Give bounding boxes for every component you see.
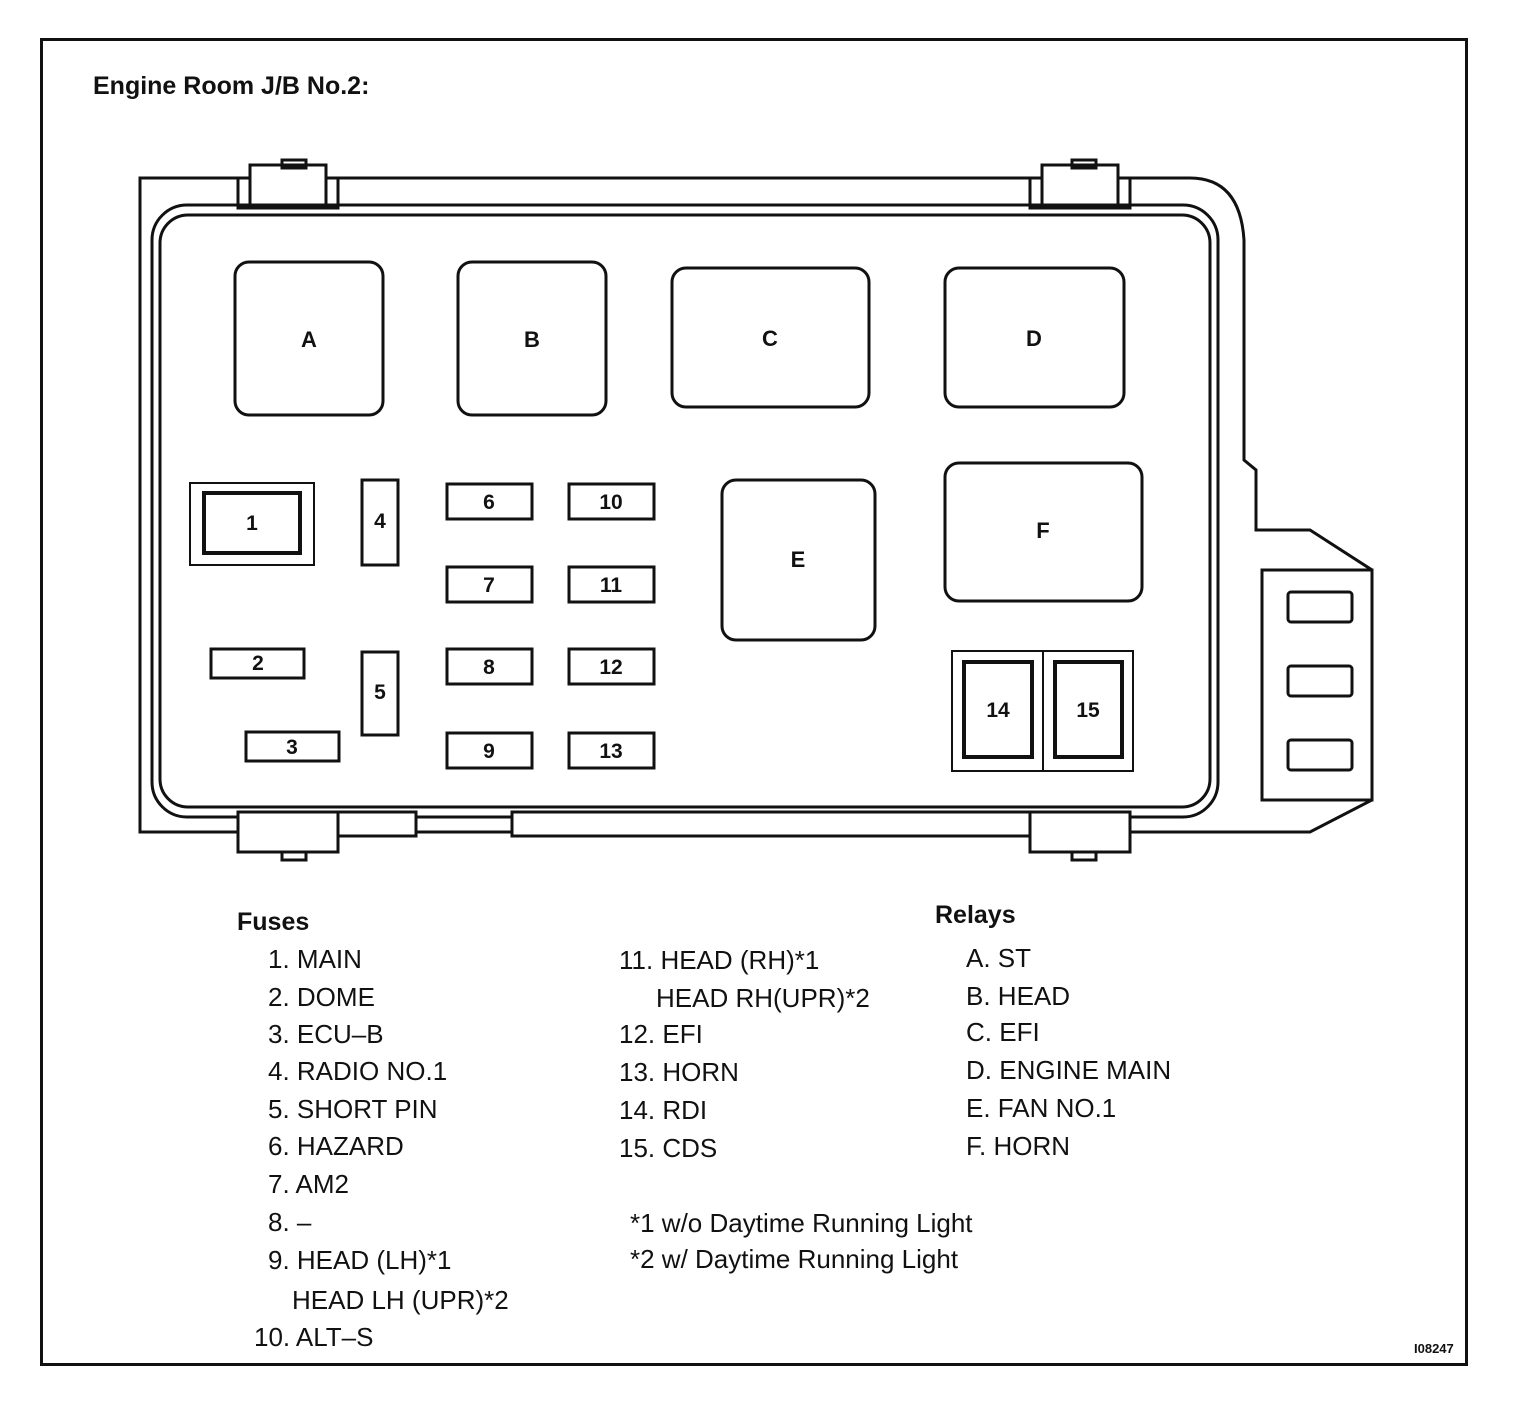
fuse-legend-item: 13. HORN bbox=[619, 1057, 739, 1087]
fuse-2 bbox=[209, 647, 306, 680]
fuse-legend-item: 8. – bbox=[268, 1207, 312, 1237]
fuse-14-label: 14 bbox=[986, 699, 1010, 722]
relay-a bbox=[233, 260, 385, 417]
fuse-12 bbox=[567, 647, 656, 686]
relay-f bbox=[943, 461, 1144, 603]
fuse-9-label: 9 bbox=[483, 740, 495, 763]
housing-inner bbox=[158, 213, 1212, 809]
side-connector-slot-1 bbox=[1286, 590, 1354, 624]
fuse-11-label: 11 bbox=[600, 574, 623, 597]
fuse-legend-item: 11. HEAD (RH)*1 bbox=[619, 945, 820, 975]
fuse-legend-item: 6. HAZARD bbox=[268, 1131, 404, 1161]
fuse-legend-item: 9. HEAD (LH)*1 bbox=[268, 1245, 452, 1275]
fuse-5-label: 5 bbox=[374, 681, 386, 704]
fuse-1 bbox=[202, 491, 302, 555]
side-connector-slot-2 bbox=[1286, 664, 1354, 698]
fuse-legend-item: 4. RADIO NO.1 bbox=[268, 1056, 448, 1086]
fuse-8 bbox=[445, 647, 534, 686]
fuse-4-label: 4 bbox=[374, 510, 386, 533]
fuse-6 bbox=[445, 482, 534, 521]
fuse-10-label: 10 bbox=[599, 491, 622, 514]
relay-c-label: C bbox=[762, 326, 778, 351]
fuse-legend-item: 15. CDS bbox=[619, 1133, 718, 1163]
relay-c bbox=[670, 266, 871, 409]
fuse-3-label: 3 bbox=[286, 736, 298, 759]
relay-legend-item: B. HEAD bbox=[966, 981, 1071, 1011]
fuse-legend-item: 14. RDI bbox=[619, 1095, 708, 1125]
relays-heading: Relays bbox=[935, 901, 1016, 929]
relay-b bbox=[456, 260, 608, 417]
relay-legend-item: E. FAN NO.1 bbox=[966, 1093, 1117, 1123]
fuse-legend-item: 2. DOME bbox=[268, 982, 375, 1012]
bottom-clip-right bbox=[1028, 810, 1132, 854]
fuse-15-label: 15 bbox=[1076, 699, 1100, 722]
fuse-1-label: 1 bbox=[246, 512, 258, 535]
fuse-legend-item: 12. EFI bbox=[619, 1019, 703, 1049]
fuse-2-label: 2 bbox=[252, 652, 264, 675]
relay-e bbox=[720, 478, 877, 642]
fuse-legend-item: HEAD RH(UPR)*2 bbox=[656, 983, 870, 1013]
fuse-legend-item: HEAD LH (UPR)*2 bbox=[292, 1285, 509, 1315]
fuse-legend-item: 10. ALT–S bbox=[254, 1322, 374, 1352]
relay-f-label: F bbox=[1036, 518, 1049, 543]
fuse-legend-item: 1. MAIN bbox=[268, 944, 362, 974]
fuse-7 bbox=[445, 565, 534, 604]
figure-code: I08247 bbox=[1414, 1341, 1454, 1356]
fuse-6-label: 6 bbox=[483, 491, 495, 514]
fuse-5 bbox=[360, 650, 400, 737]
bottom-clip-left-side bbox=[336, 810, 418, 838]
fuse-10 bbox=[567, 482, 656, 521]
fuse-8-label: 8 bbox=[483, 656, 495, 679]
housing-rim bbox=[150, 203, 1220, 819]
fuse-3 bbox=[244, 730, 341, 763]
fuse-legend-item: 7. AM2 bbox=[268, 1169, 349, 1199]
fuse-1-holder bbox=[189, 482, 315, 566]
fuse-15 bbox=[1053, 660, 1124, 759]
fuses-heading: Fuses bbox=[237, 908, 310, 936]
fuse-14 bbox=[962, 660, 1034, 759]
diagram-frame bbox=[40, 38, 1468, 1366]
relay-legend-item: C. EFI bbox=[966, 1017, 1040, 1047]
fuse-13 bbox=[567, 731, 656, 770]
housing-outline bbox=[138, 176, 1374, 834]
fuse-4 bbox=[360, 478, 400, 567]
fuse-11 bbox=[567, 565, 656, 604]
relay-d bbox=[943, 266, 1126, 409]
relay-b-label: B bbox=[524, 327, 540, 352]
fuse-12-label: 12 bbox=[599, 656, 622, 679]
top-clip-left-tab bbox=[280, 158, 308, 170]
top-clip-left-body bbox=[248, 163, 328, 207]
bottom-rail bbox=[510, 810, 1034, 838]
diagram-title: Engine Room J/B No.2: bbox=[93, 72, 370, 100]
fuse-13-label: 13 bbox=[599, 740, 622, 763]
bottom-clip-right-tab bbox=[1070, 850, 1098, 862]
bottom-clip-left-tab bbox=[280, 850, 308, 862]
relay-legend-item: D. ENGINE MAIN bbox=[966, 1055, 1172, 1085]
relay-e-label: E bbox=[791, 547, 806, 572]
bottom-clip-left bbox=[236, 810, 340, 854]
top-clip-right-tab bbox=[1070, 158, 1098, 170]
relay-legend-item: F. HORN bbox=[966, 1131, 1070, 1161]
fuse-legend-item: 3. ECU–B bbox=[268, 1019, 384, 1049]
relay-a-label: A bbox=[301, 327, 317, 352]
fuse-legend-item: 5. SHORT PIN bbox=[268, 1094, 438, 1124]
footnote: *2 w/ Daytime Running Light bbox=[630, 1244, 959, 1274]
footnote: *1 w/o Daytime Running Light bbox=[630, 1208, 973, 1238]
fuse-9 bbox=[445, 731, 534, 770]
relay-legend-item: A. ST bbox=[966, 943, 1032, 973]
relay-d-label: D bbox=[1026, 326, 1042, 351]
fuse-7-label: 7 bbox=[483, 574, 495, 597]
side-connector bbox=[1260, 568, 1374, 802]
side-connector-slot-3 bbox=[1286, 738, 1354, 772]
top-clip-right-body bbox=[1040, 163, 1120, 207]
